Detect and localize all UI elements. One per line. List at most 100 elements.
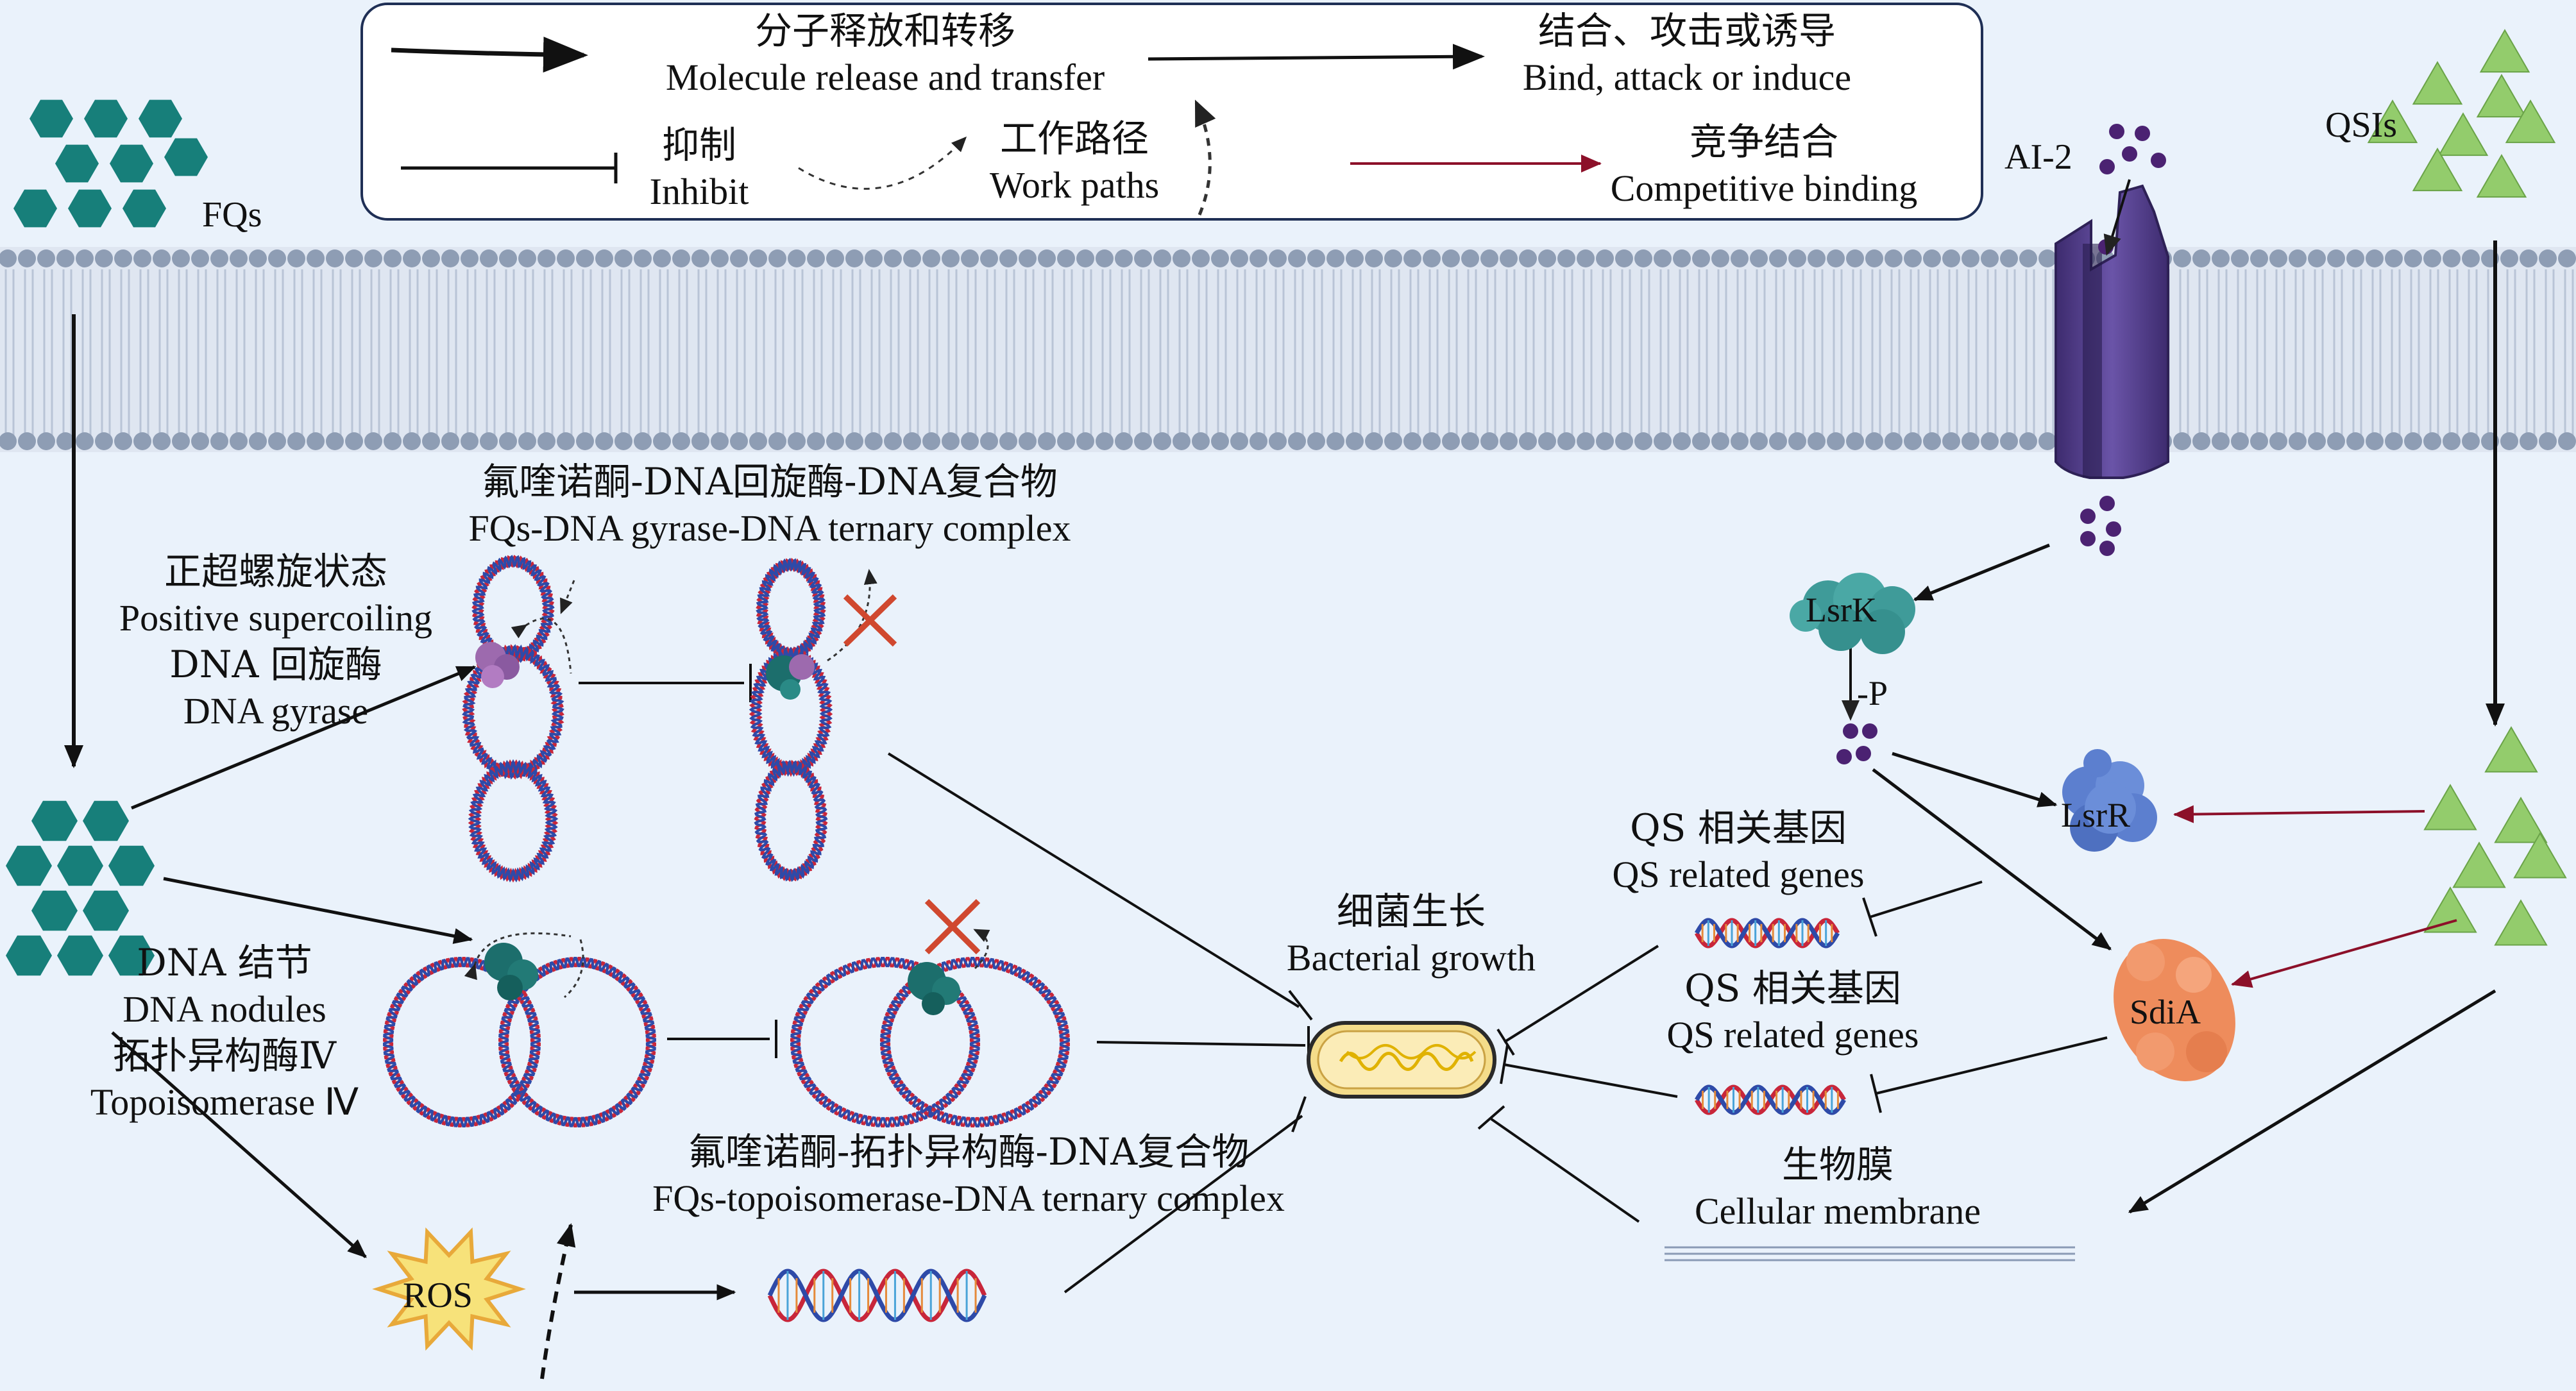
ros-burst (372, 1227, 526, 1351)
legend-inhibit-en: Inhibit (649, 170, 749, 212)
qsi-triangle (2494, 797, 2548, 843)
ai2-transporter-channel (2055, 184, 2169, 479)
gyrase-enzyme (475, 580, 575, 688)
qsis-label: QSIs (2325, 105, 2398, 145)
ai2-to-lsrk-arrow (1913, 543, 2050, 602)
gyrase-complex-enzyme (766, 569, 877, 700)
topo-enzyme (464, 932, 584, 1000)
legend-bind-arrow (1148, 44, 1485, 70)
topo-complex-zh: 氟喹诺酮-拓扑异构酶-DNA复合物 (688, 1130, 1250, 1174)
supercoil-label: 正超螺旋状态 Positive supercoiling DNA 回旋酶 DNA… (83, 548, 468, 734)
legend-inhibit-label: 抑制 Inhibit (629, 122, 770, 215)
legend-release-en: Molecule release and transfer (665, 56, 1105, 98)
lsrr-protein (2062, 749, 2157, 852)
legend-bind-en: Bind, attack or induce (1522, 56, 1852, 98)
ai2-dot (2099, 496, 2115, 511)
nodules-zh: DNA 结节 (137, 941, 312, 984)
inhibit-growth-from-dna (1063, 1096, 1307, 1294)
dna-strand (1694, 918, 1840, 948)
ai2-molecules (1836, 124, 2166, 764)
qs-genes-dna-1 (1694, 918, 1840, 948)
qs-genes2-label: QS 相关基因 QS related genes (1632, 965, 1953, 1058)
legend-box (360, 3, 1983, 221)
ai2-dot (2106, 521, 2121, 537)
block-x-gyrase (843, 594, 897, 647)
fq-hexagon (84, 99, 128, 138)
qsi-triangle (2505, 99, 2556, 144)
fq-hexagon (6, 845, 52, 886)
arrow-to-ros (111, 1031, 367, 1258)
legend-compete-zh: 竞争结合 (1689, 120, 1838, 164)
qsi-triangle (2494, 899, 2548, 946)
legend-compete-en: Competitive binding (1610, 167, 1918, 209)
fq-hexagon (108, 935, 155, 976)
dna-strand (756, 557, 826, 661)
dna-gyrase-ternary-complex (749, 557, 833, 882)
sdia-label: SdiA (2130, 993, 2201, 1031)
ros-label: ROS (403, 1276, 473, 1315)
topo-en: Topoisomerase Ⅳ (90, 1081, 359, 1123)
arrow-to-topoisomerase (163, 877, 473, 944)
fq-hexagon (83, 800, 129, 841)
fq-hexagon (110, 144, 153, 183)
lsrk-protein (1790, 573, 1915, 654)
fq-hexagon (139, 99, 182, 138)
ai2-dot (2109, 124, 2124, 139)
ai2-dot (1843, 723, 1858, 739)
nodules-en: DNA nodules (123, 988, 326, 1030)
lsrk-label: LsrK (1806, 591, 1877, 629)
qs-genes1-en: QS related genes (1612, 853, 1865, 895)
biofilm-en: Cellular membrane (1694, 1190, 1981, 1232)
legend-work-label: 工作路径 Work paths (965, 115, 1183, 208)
ai2p-to-lsrr-arrow (1892, 752, 2058, 807)
fq-hexagon (30, 99, 73, 138)
topo-complex-enzyme (908, 929, 990, 1015)
ai2-dot (2135, 126, 2150, 141)
legend-inhibit-zh: 抑制 (661, 123, 736, 167)
qsi-triangle (2367, 99, 2418, 144)
qsi-molecules-outside (2367, 29, 2556, 198)
qsi-molecules-inside (2423, 726, 2567, 946)
legend-work-en: Work paths (989, 164, 1160, 206)
inhibit-topo-complex (667, 1020, 777, 1058)
qsi-compete-lsrr-arrow (2173, 805, 2425, 823)
fq-hexagon (68, 189, 112, 228)
fq-hexagon (57, 845, 103, 886)
growth-zh: 细菌生长 (1336, 889, 1486, 933)
biofilm-line (1665, 1246, 2075, 1261)
fq-hexagon (13, 189, 57, 228)
legend-work-path-curve (1194, 99, 1216, 215)
qs-genes1-zh: QS 相关基因 (1630, 806, 1847, 850)
legend-release-label: 分子释放和转移 Molecule release and transfer (641, 8, 1129, 101)
gyrase-en: DNA gyrase (183, 689, 369, 732)
lsrr-label: LsrR (2061, 796, 2130, 834)
legend-bind-zh: 结合、攻击或诱导 (1538, 9, 1836, 53)
qsi-triangle (2412, 148, 2463, 192)
inhibit-qs-genes2 (1870, 1036, 2108, 1113)
legend-release-arrow (391, 37, 588, 73)
fq-hexagon (123, 189, 166, 228)
qs-genes-dna-2 (1695, 1084, 1846, 1115)
fqs-label: FQs (202, 195, 262, 235)
dna-strand (462, 644, 564, 780)
fq-hexagon (31, 890, 78, 931)
legend-compete-label: 竞争结合 Competitive binding (1578, 119, 1950, 212)
qsi-compete-sdia-arrow (2231, 919, 2457, 988)
supercoil-en: Positive supercoiling (119, 596, 433, 639)
fq-hexagon (108, 845, 155, 886)
bacterium-cell (1307, 1021, 1496, 1099)
biofilm-zh: 生物膜 (1781, 1143, 1894, 1186)
ai2-dot (2151, 153, 2166, 168)
block-x-topo (924, 898, 981, 955)
ai2-label: AI-2 (2004, 137, 2072, 177)
qsi-triangle (2437, 112, 2489, 156)
damaged-dna-helix (767, 1269, 987, 1322)
legend-bind-label: 结合、攻击或诱导 Bind, attack or induce (1475, 8, 1899, 101)
qsi-triangle (2484, 726, 2538, 773)
qsi-triangle (2476, 74, 2527, 118)
sdia-protein (2114, 939, 2235, 1081)
qsi-triangle (2412, 61, 2463, 105)
growth-label: 细菌生长 Bacterial growth (1257, 888, 1565, 981)
qs-genes1-label: QS 相关基因 QS related genes (1591, 805, 1886, 898)
gyrase-complex-en: FQs-DNA gyrase-DNA ternary complex (468, 507, 1071, 549)
